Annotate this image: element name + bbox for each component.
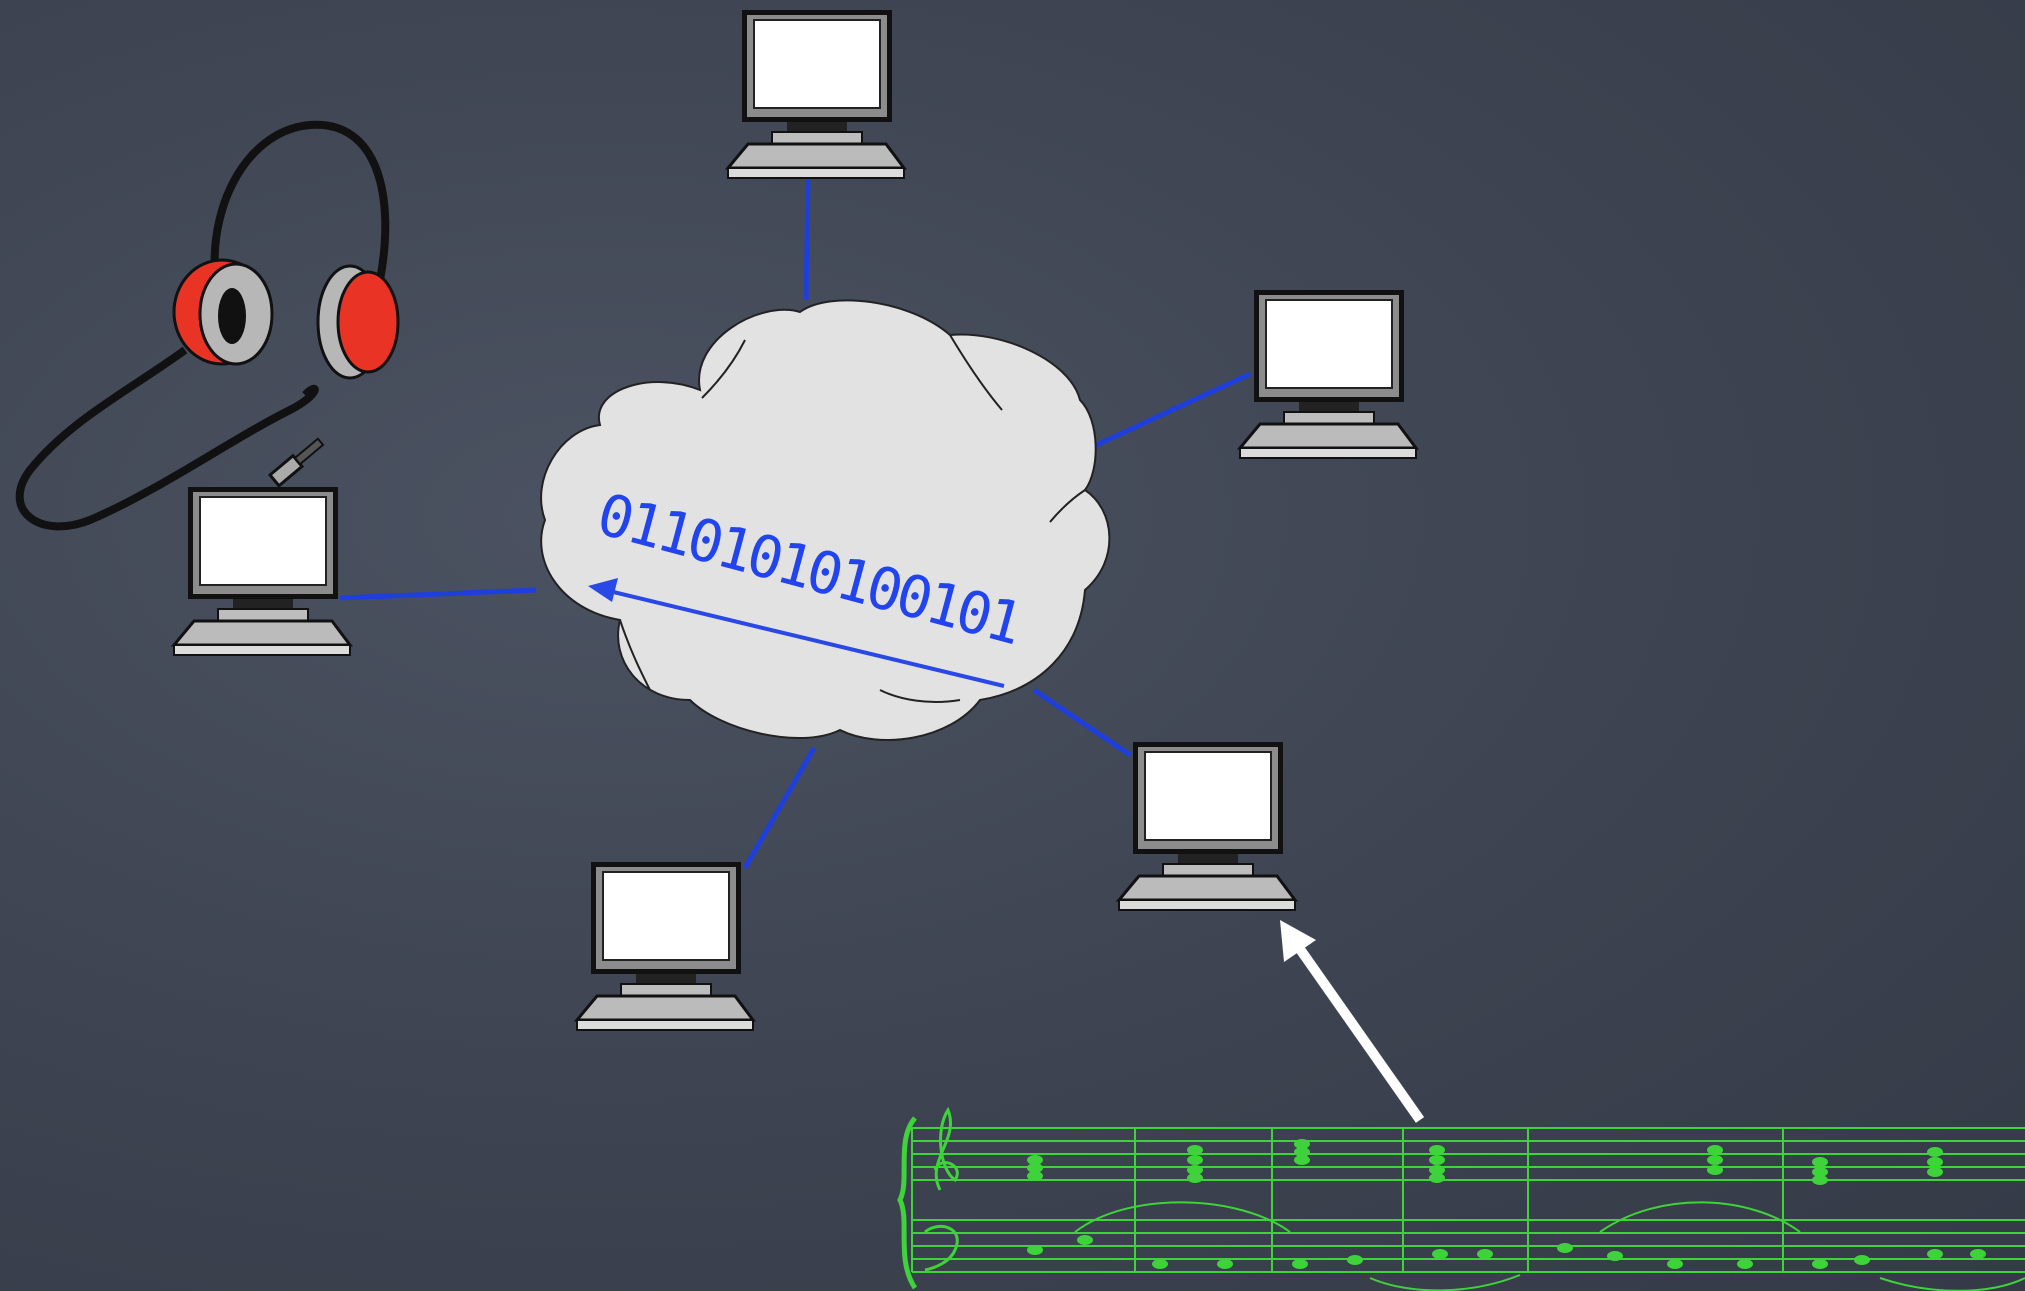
computer-icon-lower-right bbox=[1117, 740, 1297, 912]
computer-icon-left bbox=[172, 485, 352, 657]
link-bottom bbox=[742, 746, 817, 870]
link-left bbox=[339, 587, 537, 601]
sheet-music-icon bbox=[897, 1106, 2025, 1291]
data-flow-arrow bbox=[588, 578, 1005, 688]
headphones-icon bbox=[15, 120, 400, 531]
score-to-computer-arrow bbox=[1280, 920, 1425, 1123]
link-lower-right bbox=[1032, 687, 1132, 758]
link-top bbox=[803, 177, 811, 301]
computer-icon-bottom bbox=[575, 860, 755, 1032]
computer-icon-right bbox=[1238, 288, 1418, 460]
link-right bbox=[1090, 371, 1252, 450]
cloud-icon bbox=[540, 299, 1111, 741]
computer-icon-top bbox=[726, 8, 906, 180]
